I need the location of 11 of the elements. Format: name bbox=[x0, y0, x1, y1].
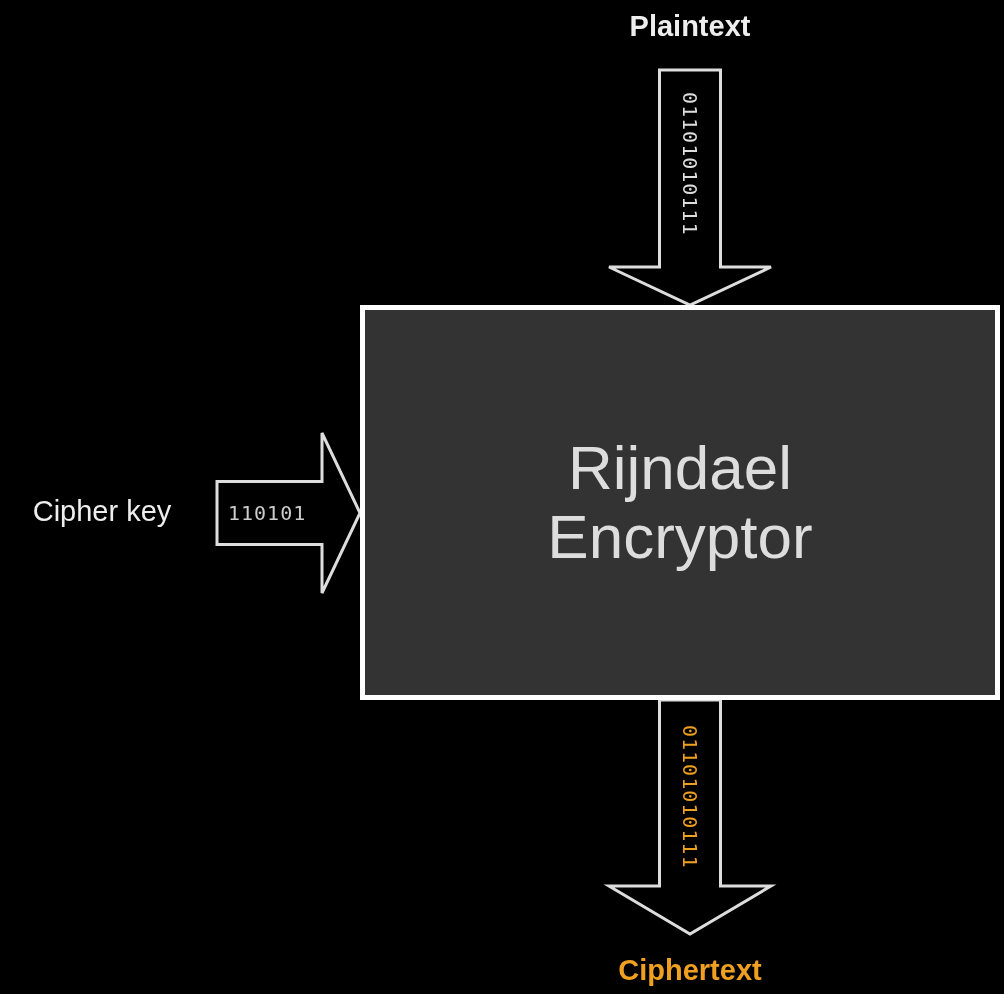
process-box bbox=[360, 305, 1000, 700]
block-arrow bbox=[215, 431, 362, 595]
box-title: Rijndael Encryptor bbox=[546, 434, 814, 571]
io-label: Ciphertext bbox=[596, 956, 784, 985]
block-arrow bbox=[607, 68, 773, 307]
binary-label: 110101 bbox=[228, 503, 307, 523]
block-arrow bbox=[603, 698, 777, 936]
io-label: Cipher key bbox=[10, 497, 194, 526]
io-label: Plaintext bbox=[614, 12, 766, 41]
binary-label: 01101010111 bbox=[680, 92, 700, 236]
binary-label: 01101010111 bbox=[680, 725, 700, 869]
